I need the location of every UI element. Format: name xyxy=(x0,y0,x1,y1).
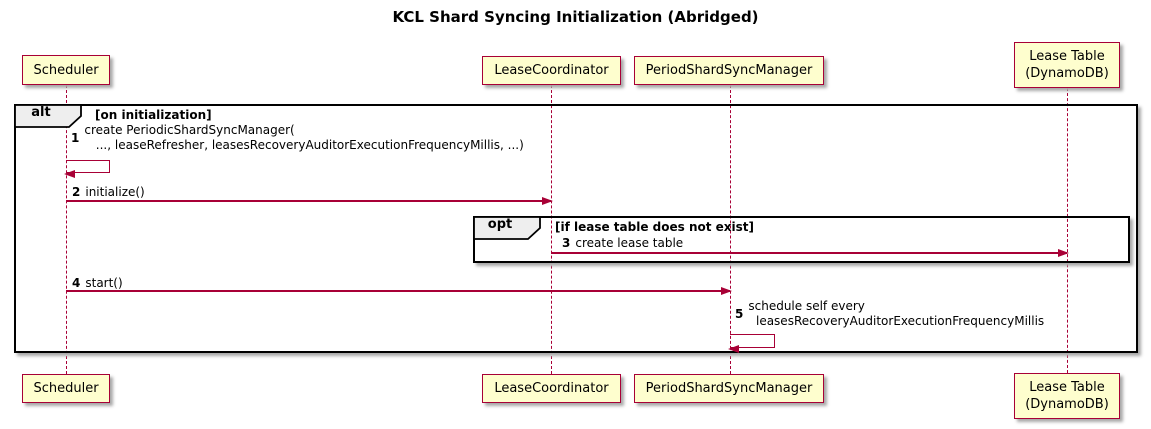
lifeline-periodshardsyncmanager xyxy=(730,85,731,374)
diagram-title: KCL Shard Syncing Initialization (Abridg… xyxy=(392,8,759,26)
message-1-text: create PeriodicShardSyncManager( ..., le… xyxy=(84,123,524,152)
alt-operator-label: alt xyxy=(31,105,51,120)
message-4-arrow xyxy=(66,286,732,295)
participant-scheduler-bottom: Scheduler xyxy=(22,374,110,403)
message-1-label: 1 create PeriodicShardSyncManager( ..., … xyxy=(71,123,524,153)
participant-periodshardsyncmanager-bottom: PeriodShardSyncManager xyxy=(634,374,824,403)
message-2-text: initialize() xyxy=(85,185,145,199)
message-3-text: create lease table xyxy=(575,236,684,250)
alt-guard: [on initialization] xyxy=(95,108,212,122)
message-2-label: 2 initialize() xyxy=(72,185,145,200)
opt-operator-pentagon: opt xyxy=(473,216,541,244)
arrowhead-left-icon xyxy=(728,345,739,353)
message-5-label: 5 schedule self every leasesRecoveryAudi… xyxy=(735,299,1044,329)
lifeline-leasecoordinator xyxy=(551,85,552,374)
opt-guard: [if lease table does not exist] xyxy=(555,220,755,234)
arrowhead-right-icon xyxy=(721,286,732,295)
participant-leasecoordinator-bottom: LeaseCoordinator xyxy=(482,374,621,403)
participant-scheduler-top: Scheduler xyxy=(22,55,110,85)
message-4-text: start() xyxy=(85,276,123,290)
participant-leasetable-bottom: Lease Table (DynamoDB) xyxy=(1014,373,1120,419)
lifeline-leasetable xyxy=(1067,88,1068,373)
message-4-label: 4 start() xyxy=(72,276,123,291)
message-3-number: 3 xyxy=(562,236,571,250)
participant-leasetable-top: Lease Table (DynamoDB) xyxy=(1014,42,1120,88)
message-5-self-arrow xyxy=(728,334,775,353)
message-5-text: schedule self every leasesRecoveryAudito… xyxy=(748,299,1045,328)
arrowhead-right-icon xyxy=(542,196,553,205)
message-1-number: 1 xyxy=(71,130,80,145)
message-3-label: 3 create lease table xyxy=(562,236,683,251)
message-2-number: 2 xyxy=(72,185,81,199)
message-2-arrow xyxy=(66,196,553,205)
message-5-number: 5 xyxy=(735,306,744,321)
alt-frame xyxy=(14,104,1138,353)
pentagon-shape-icon xyxy=(473,216,541,240)
message-4-number: 4 xyxy=(72,276,81,290)
pentagon-shape-icon xyxy=(14,104,82,128)
arrowhead-left-icon xyxy=(64,170,75,178)
message-1-self-arrow xyxy=(64,160,110,178)
participant-periodshardsyncmanager-top: PeriodShardSyncManager xyxy=(634,56,824,85)
lifeline-scheduler xyxy=(66,85,67,374)
participant-leasecoordinator-top: LeaseCoordinator xyxy=(482,56,621,85)
arrowhead-right-icon xyxy=(1058,248,1069,257)
opt-operator-label: opt xyxy=(487,217,513,232)
alt-operator-pentagon: alt xyxy=(14,104,82,132)
message-3-arrow xyxy=(551,248,1069,257)
